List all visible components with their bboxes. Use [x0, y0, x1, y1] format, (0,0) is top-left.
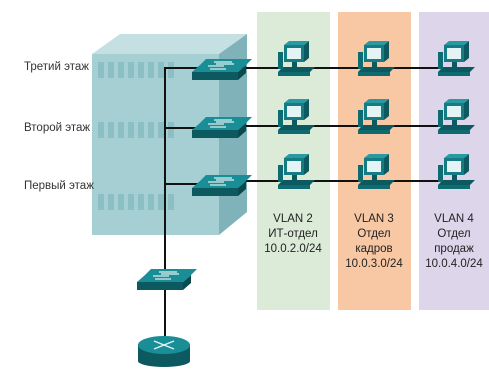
vlan-label-2: VLAN 2 ИТ-отдел 10.0.2.0/24 — [253, 212, 333, 257]
vlan-subnet: 10.0.2.0/24 — [264, 243, 322, 255]
vlan-name: VLAN 3 — [354, 213, 394, 225]
floor-label-2: Второй этаж — [24, 122, 91, 134]
vlan-desc-line1: Отдел — [437, 228, 471, 240]
vlan-name: VLAN 2 — [273, 213, 313, 225]
router-icon — [138, 336, 190, 367]
floor-label-3: Третий этаж — [24, 61, 89, 73]
vlan-label-3: VLAN 3 Отдел кадров 10.0.3.0/24 — [334, 212, 414, 272]
network-links — [164, 67, 445, 338]
vlan-desc-line1: Отдел — [357, 228, 391, 240]
floor-label-1: Первый этаж — [24, 180, 94, 192]
vlan-desc-line1: ИТ-отдел — [268, 228, 318, 240]
vlan-subnet: 10.0.3.0/24 — [345, 258, 403, 270]
vlan-name: VLAN 4 — [434, 213, 474, 225]
switch-icon-core — [136, 268, 198, 291]
vlan-desc-line2: продаж — [434, 243, 474, 255]
vlan-label-4: VLAN 4 Отдел продаж 10.0.4.0/24 — [414, 212, 489, 272]
vlan-desc-line2: кадров — [355, 243, 393, 255]
building-icon — [92, 34, 247, 235]
vlan-subnet: 10.0.4.0/24 — [425, 258, 483, 270]
